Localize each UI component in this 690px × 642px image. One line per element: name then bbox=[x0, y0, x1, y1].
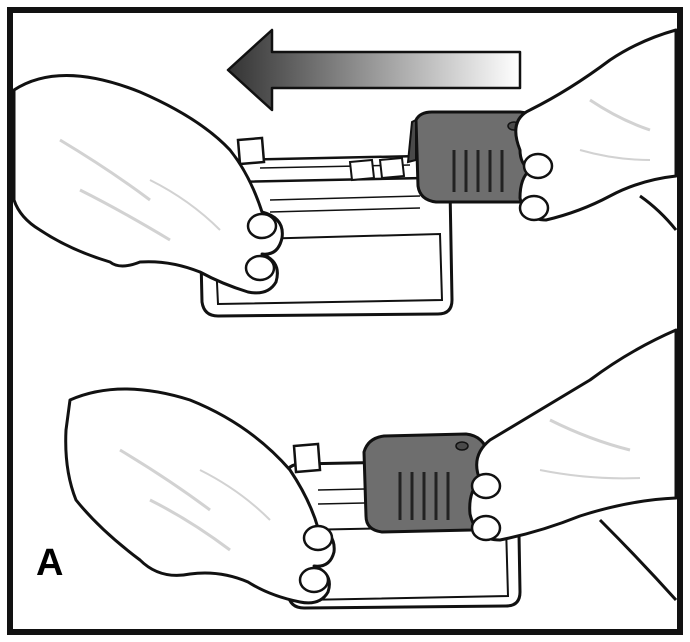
hand-icon bbox=[64, 387, 336, 605]
step-separated bbox=[12, 28, 678, 318]
charger-cord bbox=[598, 518, 678, 602]
hand-icon bbox=[12, 74, 284, 295]
charger-cord bbox=[639, 194, 678, 231]
hand-icon bbox=[514, 28, 678, 222]
charger-plug-icon bbox=[362, 432, 492, 534]
hand-icon bbox=[468, 328, 678, 542]
arrow-left-icon bbox=[226, 28, 522, 112]
charger-plug-icon bbox=[406, 110, 548, 204]
panel-label: A bbox=[36, 542, 64, 584]
step-attached bbox=[64, 328, 678, 610]
